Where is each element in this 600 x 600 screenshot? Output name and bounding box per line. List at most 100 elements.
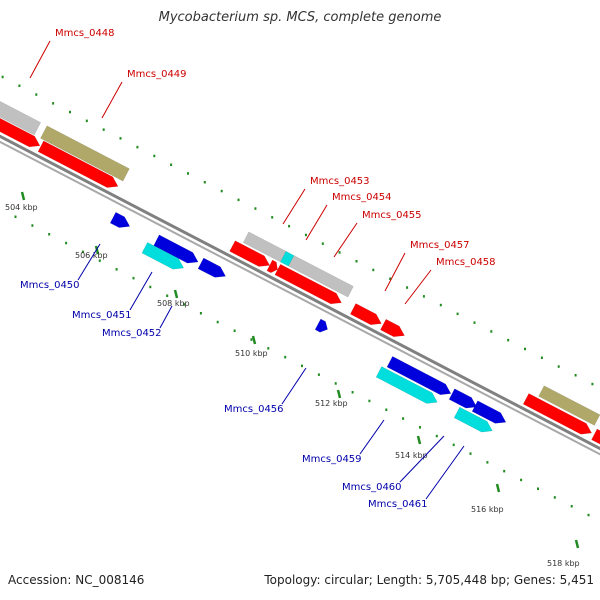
olive-gene-right[interactable] xyxy=(538,385,600,426)
major-tick-0 xyxy=(20,191,26,201)
grey-gene-0448[interactable] xyxy=(0,97,42,136)
blue-gene-0452b[interactable] xyxy=(197,257,227,278)
lower-tick-dot-7 xyxy=(115,268,118,271)
lower-tick-dot-11 xyxy=(183,303,185,306)
upper-tick-dot-24 xyxy=(406,286,409,289)
upper-tick-dot-17 xyxy=(288,224,291,228)
upper-tick-dot-9 xyxy=(153,154,156,158)
lower-tick-dot-8 xyxy=(132,276,135,280)
tick-label-5: 514 kbp xyxy=(395,451,428,460)
upper-tick-dot-33 xyxy=(557,365,560,368)
lower-tick-dot-4 xyxy=(65,241,68,245)
major-tick-2 xyxy=(173,289,179,299)
gene-label-bottom-4[interactable]: Mmcs_0459 xyxy=(302,454,362,465)
lower-tick-dot-5 xyxy=(81,250,84,254)
lower-tick-dot-23 xyxy=(385,408,388,411)
blue-gene-0459[interactable] xyxy=(386,356,452,395)
red-gene-a[interactable] xyxy=(0,110,41,148)
upper-tick-dot-3 xyxy=(52,102,55,105)
upper-tick-dot-19 xyxy=(321,242,324,245)
gene-label-top-0[interactable]: Mmcs_0448 xyxy=(55,28,115,39)
gene-label-top-4[interactable]: Mmcs_0455 xyxy=(362,210,422,221)
lower-tick-dot-30 xyxy=(503,469,506,473)
blue-gene-0456[interactable] xyxy=(314,318,328,333)
upper-tick-dot-22 xyxy=(372,268,375,272)
major-tick-5 xyxy=(416,435,422,445)
leader-bottom-1 xyxy=(129,271,153,311)
leader-bottom-3 xyxy=(281,367,307,405)
red-gene-b[interactable] xyxy=(37,140,119,188)
leader-bottom-2 xyxy=(159,305,173,329)
tick-label-1: 506 kbp xyxy=(75,251,108,260)
olive-gene-0449[interactable] xyxy=(40,125,130,182)
gene-label-top-5[interactable]: Mmcs_0457 xyxy=(410,240,470,251)
red-gene-right-a[interactable] xyxy=(522,393,592,435)
blue-gene-0451[interactable] xyxy=(153,234,199,264)
major-tick-4 xyxy=(336,389,342,399)
blue-gene-0460b[interactable] xyxy=(448,388,478,409)
gene-label-bottom-1[interactable]: Mmcs_0451 xyxy=(72,310,132,321)
red-gene-d[interactable] xyxy=(266,259,278,274)
cyan-gene-0461[interactable] xyxy=(453,406,493,433)
upper-tick-dot-5 xyxy=(85,119,88,123)
upper-tick-dot-21 xyxy=(355,260,358,263)
upper-tick-dot-28 xyxy=(473,321,476,324)
upper-tick-dot-31 xyxy=(524,347,526,351)
gene-label-top-6[interactable]: Mmcs_0458 xyxy=(436,257,496,268)
red-gene-e[interactable] xyxy=(274,263,342,305)
lower-tick-dot-16 xyxy=(267,347,270,350)
cyan-gene-0452[interactable] xyxy=(141,242,185,270)
tick-label-0: 504 kbp xyxy=(5,203,38,212)
gene-label-top-1[interactable]: Mmcs_0449 xyxy=(127,69,187,80)
lower-tick-dot-19 xyxy=(317,373,320,376)
gene-label-bottom-0[interactable]: Mmcs_0450 xyxy=(20,280,80,291)
upper-tick-dot-29 xyxy=(490,330,493,333)
gene-label-bottom-3[interactable]: Mmcs_0456 xyxy=(224,404,284,415)
leader-top-6 xyxy=(404,269,432,305)
lower-tick-dot-12 xyxy=(199,312,202,315)
upper-tick-dot-15 xyxy=(254,207,257,210)
red-gene-0458[interactable] xyxy=(380,318,405,337)
upper-tick-dot-1 xyxy=(18,84,21,87)
upper-tick-dot-18 xyxy=(304,233,307,237)
lower-tick-dot-17 xyxy=(284,355,287,359)
leader-bottom-0 xyxy=(77,243,101,281)
lower-tick-dot-6 xyxy=(98,259,101,262)
red-gene-0457[interactable] xyxy=(349,303,382,325)
gene-label-bottom-2[interactable]: Mmcs_0452 xyxy=(102,328,162,339)
map-title: Mycobacterium sp. MCS, complete genome xyxy=(158,10,442,25)
leader-top-1 xyxy=(101,81,123,119)
upper-tick-dot-0 xyxy=(1,75,4,79)
upper-tick-dot-8 xyxy=(136,145,139,149)
upper-tick-dot-14 xyxy=(237,198,240,202)
cyan-gene-0460[interactable] xyxy=(375,366,438,404)
lower-tick-dot-22 xyxy=(368,399,371,403)
leader-top-4 xyxy=(333,222,358,258)
upper-tick-dot-10 xyxy=(170,163,173,166)
red-gene-c[interactable] xyxy=(229,240,271,267)
blue-gene-0450[interactable] xyxy=(109,211,131,228)
gene-label-top-2[interactable]: Mmcs_0453 xyxy=(310,176,370,187)
leader-top-0 xyxy=(29,40,51,79)
leader-top-5 xyxy=(384,252,406,292)
backbone-line-lower xyxy=(0,140,600,456)
upper-tick-dot-32 xyxy=(540,356,543,359)
red-gene-right-b[interactable] xyxy=(591,428,600,459)
gene-label-bottom-5[interactable]: Mmcs_0460 xyxy=(342,482,402,493)
topology-label: Topology: circular; Length: 5,705,448 bp… xyxy=(264,573,594,587)
blue-gene-0461b[interactable] xyxy=(471,400,507,424)
lower-tick-dot-14 xyxy=(233,329,236,332)
lower-tick-dot-35 xyxy=(587,513,590,517)
upper-tick-dot-27 xyxy=(456,312,459,316)
lower-tick-dot-28 xyxy=(469,452,472,455)
lower-tick-dot-9 xyxy=(149,285,152,289)
lower-tick-dot-29 xyxy=(486,461,489,464)
lower-tick-dot-26 xyxy=(435,434,438,438)
grey-gene-0455[interactable] xyxy=(288,255,354,298)
gene-label-bottom-6[interactable]: Mmcs_0461 xyxy=(368,499,428,510)
upper-tick-dot-7 xyxy=(119,137,122,140)
lower-tick-dot-31 xyxy=(520,478,523,482)
gene-label-top-3[interactable]: Mmcs_0454 xyxy=(332,192,392,203)
